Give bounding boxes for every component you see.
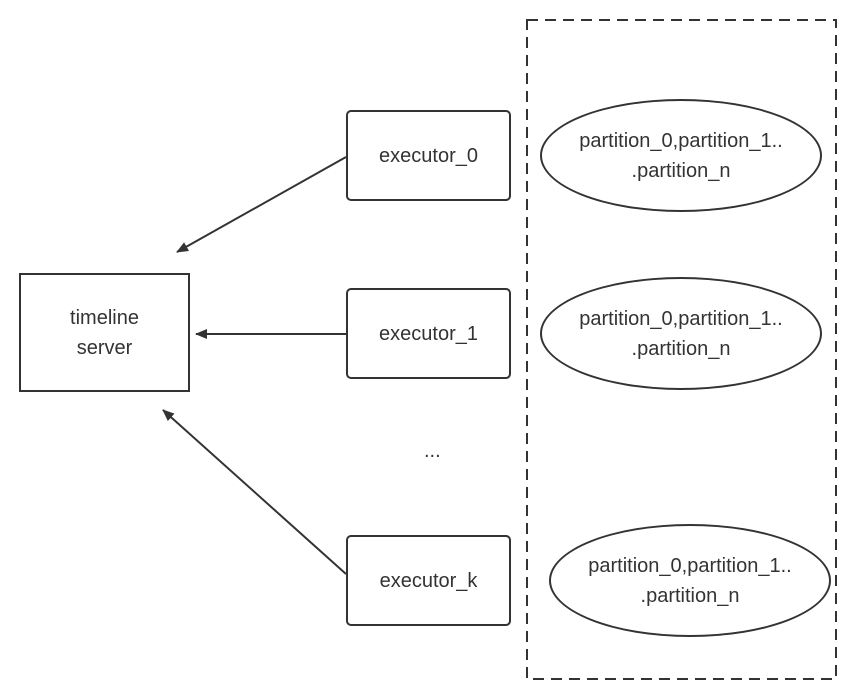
executor-1-label: executor_1 — [379, 322, 478, 345]
partition-ellipse-2: partition_0,partition_1.. .partition_n — [549, 524, 831, 637]
executor-k-label: executor_k — [379, 569, 478, 592]
partition-1-line2: .partition_n — [631, 337, 731, 360]
partition-ellipse-0: partition_0,partition_1.. .partition_n — [540, 99, 822, 212]
partition-group-dashed-box — [526, 19, 837, 680]
partition-0-line2: .partition_n — [631, 159, 731, 182]
partition-0-line1: partition_0,partition_1.. — [579, 129, 783, 152]
partition-1-line1: partition_0,partition_1.. — [579, 307, 783, 330]
arrow-executor-k-to-server — [162, 409, 347, 575]
ellipsis-label: ... — [424, 440, 441, 462]
timeline-server-box: timeline server — [19, 273, 190, 392]
server-label-line2: server — [76, 336, 133, 359]
executor-0-label: executor_0 — [379, 144, 478, 167]
partition-ellipse-1: partition_0,partition_1.. .partition_n — [540, 277, 822, 390]
server-label-line1: timeline — [70, 306, 139, 329]
partition-2-line1: partition_0,partition_1.. — [588, 554, 792, 577]
executor-0-box: executor_0 — [346, 110, 511, 201]
arrow-executor-0-to-server — [176, 156, 347, 253]
executor-k-box: executor_k — [346, 535, 511, 626]
partition-2-line2: .partition_n — [640, 584, 740, 607]
executor-1-box: executor_1 — [346, 288, 511, 379]
